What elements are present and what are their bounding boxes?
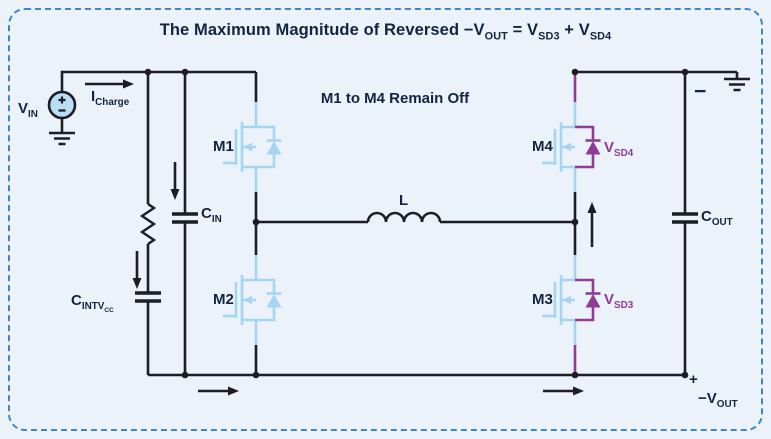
icharge-label: ICharge — [91, 88, 130, 108]
capacitor-cin — [172, 212, 198, 224]
output-plus-sign: + — [689, 371, 698, 388]
capacitor-cout — [672, 212, 698, 224]
m2-label: M2 — [213, 291, 234, 308]
cintvcc-label: CINTVCC — [71, 292, 114, 314]
body-diode-m2 — [254, 278, 283, 322]
capacitor-cintvcc — [135, 291, 161, 303]
bottom-current-arrow-left — [198, 386, 239, 396]
dashed-frame — [8, 8, 763, 431]
body-diode-m3 — [573, 278, 602, 322]
body-diode-m4 — [573, 125, 602, 169]
body-diode-m1 — [254, 125, 283, 169]
bottom-current-arrow-right — [543, 386, 584, 396]
vin-source — [47, 90, 77, 120]
output-minus-sign: − — [694, 80, 707, 103]
m3-label: M3 — [532, 291, 553, 308]
ground-icon-right — [724, 72, 750, 92]
ground-icon-left — [49, 131, 75, 146]
m4-label: M4 — [532, 138, 553, 155]
diagram-title: The Maximum Magnitude of Reversed −VOUT … — [159, 21, 612, 43]
cin-label: CIN — [201, 205, 222, 225]
junction-dots — [144, 68, 689, 379]
vout-label: −VOUT — [698, 390, 738, 410]
m1-label: M1 — [213, 138, 234, 155]
vsd3-label: VSD3 — [604, 291, 634, 311]
note-m1-m4-remain-off: M1 to M4 Remain Off — [320, 90, 470, 107]
intvcc-current-arrow — [132, 251, 142, 289]
cin-current-arrow — [170, 162, 180, 200]
cout-label: COUT — [701, 208, 733, 228]
inductor-label: L — [399, 192, 409, 209]
vsd4-label: VSD4 — [604, 139, 634, 159]
icharge-arrow — [85, 79, 134, 89]
resistor-intvcc — [139, 203, 157, 245]
circuit-wires — [60, 70, 737, 377]
inductor-l — [366, 211, 442, 223]
vin-label: VIN — [18, 100, 38, 120]
m3-current-arrow — [587, 202, 597, 247]
